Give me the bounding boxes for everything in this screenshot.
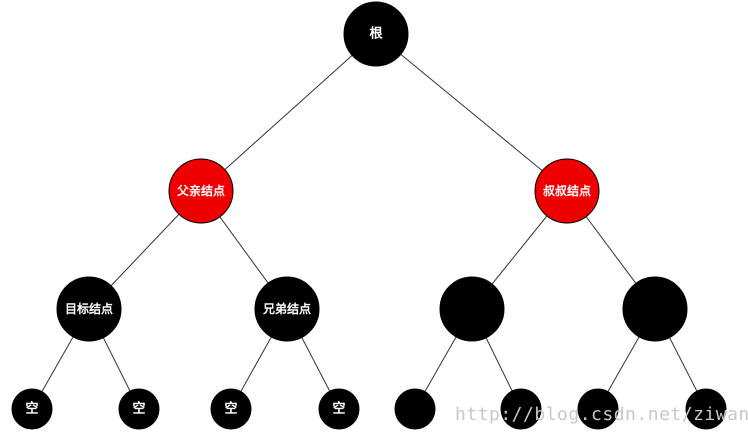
node-circle-sibling-left-nil	[210, 388, 252, 430]
tree-node-target: 目标结点	[56, 276, 122, 342]
tree-node-uncle-left-left	[394, 388, 436, 430]
node-label-parent: 父亲结点	[176, 183, 225, 198]
tree-node-sibling-left-nil: 空	[210, 388, 252, 430]
watermark-text: http://blog.csdn.net/ziwang_	[455, 404, 748, 425]
node-circle-uncle-right-left	[577, 388, 619, 430]
node-circle-uncle-right	[622, 276, 688, 342]
tree-node-parent: 父亲结点	[168, 158, 234, 224]
node-circle-target-left-nil	[11, 388, 53, 430]
edge-root-to-parent	[200, 33, 377, 192]
node-circle-sibling-right-nil	[318, 388, 360, 430]
node-label-target: 目标结点	[65, 301, 113, 316]
node-circle-root	[343, 1, 409, 67]
edge-root-to-uncle	[375, 33, 568, 192]
node-circle-target	[56, 276, 122, 342]
tree-node-uncle-right	[622, 276, 688, 342]
node-circle-sibling	[254, 276, 320, 342]
node-circle-uncle-left	[439, 276, 505, 342]
node-circle-uncle-left-right	[500, 388, 542, 430]
tree-node-sibling: 兄弟结点	[254, 276, 320, 342]
node-label-uncle: 叔叔结点	[543, 183, 591, 198]
node-label-target-right-nil: 空	[132, 401, 145, 417]
tree-node-root: 根	[343, 1, 409, 67]
node-label-root: 根	[369, 26, 383, 42]
node-circle-uncle-left-left	[394, 388, 436, 430]
tree-edges	[31, 33, 707, 410]
node-label-sibling: 兄弟结点	[262, 301, 311, 316]
tree-node-uncle-left	[439, 276, 505, 342]
tree-node-target-right-nil: 空	[118, 388, 160, 430]
node-label-sibling-left-nil: 空	[224, 401, 237, 417]
node-circle-parent	[168, 158, 234, 224]
tree-node-sibling-right-nil: 空	[318, 388, 360, 430]
tree-node-uncle-right-right	[685, 388, 727, 430]
tree-node-uncle-left-right	[500, 388, 542, 430]
node-label-sibling-right-nil: 空	[332, 401, 345, 417]
node-label-target-left-nil: 空	[25, 401, 38, 417]
node-circle-uncle-right-right	[685, 388, 727, 430]
tree-node-target-left-nil: 空	[11, 388, 53, 430]
node-circle-uncle	[534, 158, 600, 224]
node-circle-target-right-nil	[118, 388, 160, 430]
tree-node-uncle-right-left	[577, 388, 619, 430]
tree-node-uncle: 叔叔结点	[534, 158, 600, 224]
